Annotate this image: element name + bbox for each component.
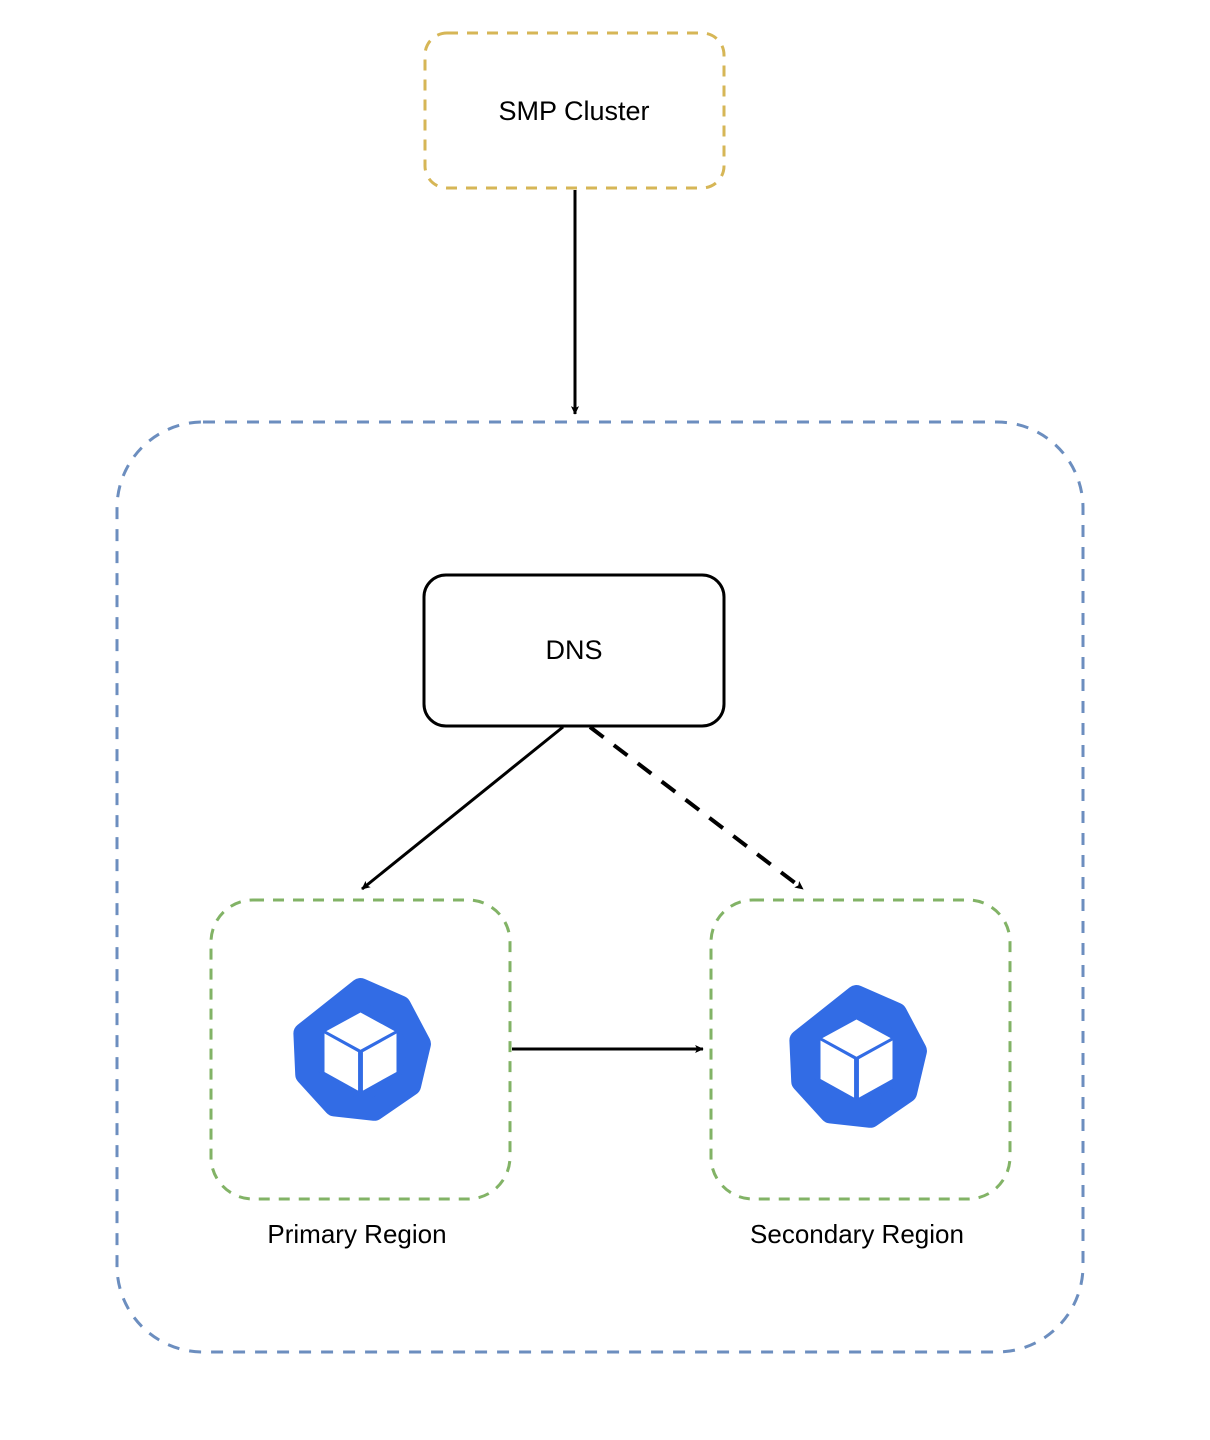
smp-cluster-label: SMP Cluster bbox=[498, 96, 649, 126]
secondary-region-label: Secondary Region bbox=[750, 1219, 964, 1249]
kubernetes-icon bbox=[293, 978, 431, 1121]
dns-label: DNS bbox=[545, 635, 602, 665]
cube-glyph bbox=[324, 1012, 397, 1091]
connector-dns-to-primary bbox=[361, 725, 564, 891]
primary-region-label: Primary Region bbox=[267, 1219, 446, 1249]
dns-node[interactable] bbox=[422, 573, 726, 728]
kubernetes-icon bbox=[789, 985, 927, 1128]
outer-container-smp-environment[interactable] bbox=[115, 420, 1085, 1354]
connector-dns-to-secondary bbox=[588, 725, 805, 891]
cube-glyph bbox=[820, 1019, 893, 1098]
smp-cluster-node[interactable] bbox=[423, 31, 726, 190]
